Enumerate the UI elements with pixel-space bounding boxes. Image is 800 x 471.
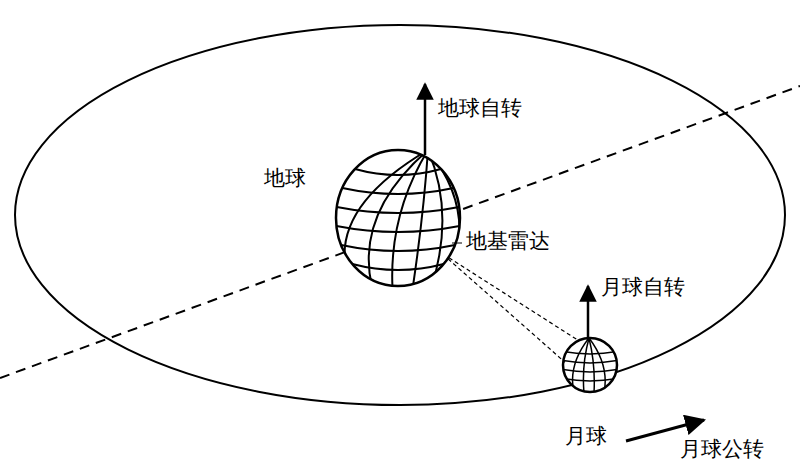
body-label: 地球 [264, 166, 306, 191]
moon-orbit [15, 25, 785, 405]
body-label: 月球 [565, 424, 607, 449]
moon-globe [560, 338, 620, 393]
radar-beam [448, 258, 579, 363]
leader-line [452, 243, 462, 244]
earth-globe [336, 150, 460, 290]
callout-label: 月球自转 [601, 275, 685, 300]
callout-label: 地基雷达 [466, 229, 550, 254]
earth-spin-arrow [424, 84, 427, 155]
nodal-line [0, 86, 800, 378]
moon-node: 月球 [563, 338, 617, 392]
callout-label: 月球公转 [680, 437, 764, 462]
callout-label: 地球自转 [438, 96, 522, 121]
earth-node: 地球 [336, 150, 460, 286]
moon-spin-arrow [587, 286, 590, 340]
